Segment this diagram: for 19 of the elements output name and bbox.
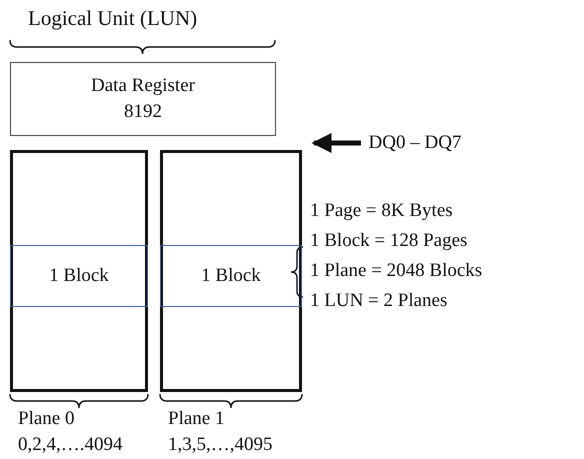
note: 1 Block = 128 Pages <box>310 230 468 252</box>
plane-box <box>160 150 302 392</box>
block-box <box>160 245 302 307</box>
block-box <box>10 245 148 307</box>
plane-caption: Plane 1 <box>168 408 224 430</box>
arrow <box>312 133 361 153</box>
group-title: Logical Unit (LUN) <box>28 6 198 31</box>
note: 1 Plane = 2048 Blocks <box>310 260 482 282</box>
block-range: 1,3,5,…,4095 <box>168 434 272 456</box>
plane-caption: Plane 0 <box>18 408 74 430</box>
note: 1 LUN = 2 Planes <box>310 290 448 312</box>
box-label: 1 Block <box>49 264 109 288</box>
box-label: Data Register 8192 <box>90 74 196 124</box>
box-label: 1 Block <box>201 264 261 288</box>
block-range: 0,2,4,….4094 <box>18 434 122 456</box>
signal-label: DQ0 – DQ7 <box>368 131 462 155</box>
note: 1 Page = 8K Bytes <box>310 200 453 222</box>
plane-box <box>10 150 148 392</box>
register-box <box>10 62 276 136</box>
